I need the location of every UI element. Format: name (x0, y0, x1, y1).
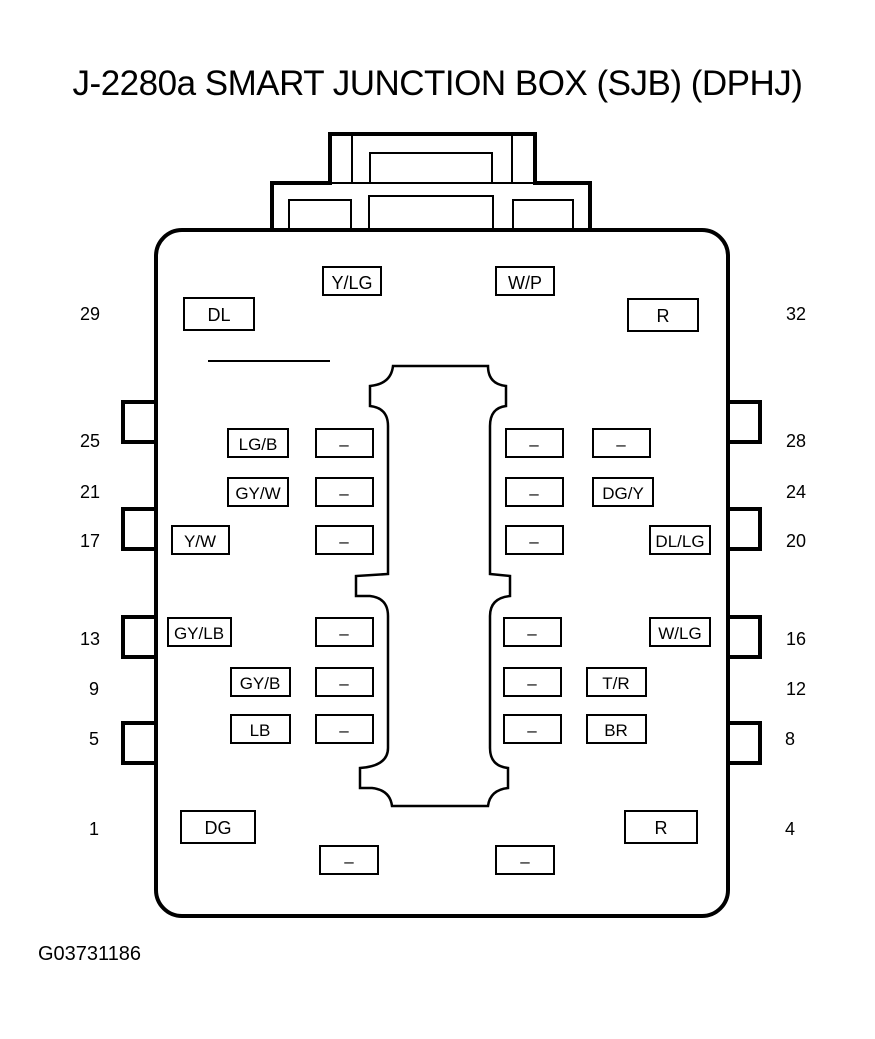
svg-text:–: – (527, 674, 537, 693)
pin-number: 4 (785, 819, 795, 839)
pin-box: GY/B (230, 667, 291, 697)
pin-box: LG/B (227, 428, 289, 458)
pin-box: – (315, 525, 374, 555)
pin-box: – (503, 714, 562, 744)
svg-text:T/R: T/R (602, 674, 629, 693)
pin-box: DG/Y (592, 477, 654, 507)
pin-number: 28 (786, 431, 806, 451)
pin-box: GY/W (227, 477, 289, 507)
svg-text:–: – (527, 624, 537, 643)
svg-text:W/P: W/P (508, 273, 542, 293)
svg-text:–: – (344, 852, 354, 871)
svg-text:–: – (339, 674, 349, 693)
connector-body (154, 228, 730, 918)
svg-text:–: – (527, 721, 537, 740)
svg-text:GY/W: GY/W (235, 484, 280, 503)
pin-box: – (495, 845, 555, 875)
pin-box: – (315, 714, 374, 744)
svg-text:–: – (529, 532, 539, 551)
svg-text:–: – (520, 852, 530, 871)
svg-text:BR: BR (604, 721, 628, 740)
pin-box: T/R (586, 667, 647, 697)
svg-text:DL/LG: DL/LG (655, 532, 704, 551)
figure-id: G03731186 (38, 943, 142, 965)
pin-number: 20 (786, 531, 806, 551)
connector-latch (270, 132, 592, 233)
svg-text:–: – (339, 721, 349, 740)
svg-text:–: – (339, 435, 349, 454)
svg-text:Y/LG: Y/LG (331, 273, 372, 293)
center-cavity (354, 364, 512, 808)
pin-box: – (319, 845, 379, 875)
svg-text:–: – (529, 435, 539, 454)
pin-number: 1 (89, 819, 99, 839)
pin-box: – (315, 477, 374, 507)
svg-text:DG: DG (205, 818, 232, 838)
pin-number: 29 (80, 304, 100, 324)
svg-text:–: – (529, 484, 539, 503)
svg-text:–: – (339, 624, 349, 643)
svg-text:DG/Y: DG/Y (602, 484, 644, 503)
pin-number: 16 (786, 629, 806, 649)
pin-box: – (503, 617, 562, 647)
svg-text:DL: DL (207, 305, 230, 325)
svg-text:GY/LB: GY/LB (174, 624, 224, 643)
pin-box: – (505, 525, 564, 555)
svg-text:–: – (616, 435, 626, 454)
pin-box: LB (230, 714, 291, 744)
pin-number: 13 (80, 629, 100, 649)
pin-box: GY/LB (167, 617, 232, 647)
pin-box: W/LG (649, 617, 711, 647)
svg-text:Y/W: Y/W (184, 532, 216, 551)
svg-text:LG/B: LG/B (239, 435, 278, 454)
pin-number: 21 (80, 482, 100, 502)
svg-text:W/LG: W/LG (658, 624, 701, 643)
pin-box: – (315, 667, 374, 697)
pin-number: 24 (786, 482, 806, 502)
pin-number: 8 (785, 729, 795, 749)
pin-box: W/P (495, 266, 555, 296)
pin-box: DL (183, 297, 255, 331)
svg-text:R: R (655, 818, 668, 838)
pin-box: – (505, 428, 564, 458)
svg-text:–: – (339, 532, 349, 551)
diagram-title: J-2280a SMART JUNCTION BOX (SJB) (DPHJ) (72, 64, 803, 103)
pin-box: – (503, 667, 562, 697)
pin-box: Y/LG (322, 266, 382, 296)
svg-text:LB: LB (250, 721, 271, 740)
pin-box: – (315, 428, 374, 458)
pin-box: Y/W (171, 525, 230, 555)
pin-box: – (315, 617, 374, 647)
pin-number: 25 (80, 431, 100, 451)
pin-box: R (627, 298, 699, 332)
pin-box: DL/LG (649, 525, 711, 555)
pin-box: DG (180, 810, 256, 844)
pin-number: 17 (80, 531, 100, 551)
pin-number: 9 (89, 679, 99, 699)
pin-number: 12 (786, 679, 806, 699)
pin-box: BR (586, 714, 647, 744)
pin-number: 32 (786, 304, 806, 324)
svg-text:GY/B: GY/B (240, 674, 281, 693)
pin-box: – (505, 477, 564, 507)
pin-box: R (624, 810, 698, 844)
pin-box: – (592, 428, 651, 458)
svg-text:–: – (339, 484, 349, 503)
pin-number: 5 (89, 729, 99, 749)
svg-text:R: R (657, 306, 670, 326)
